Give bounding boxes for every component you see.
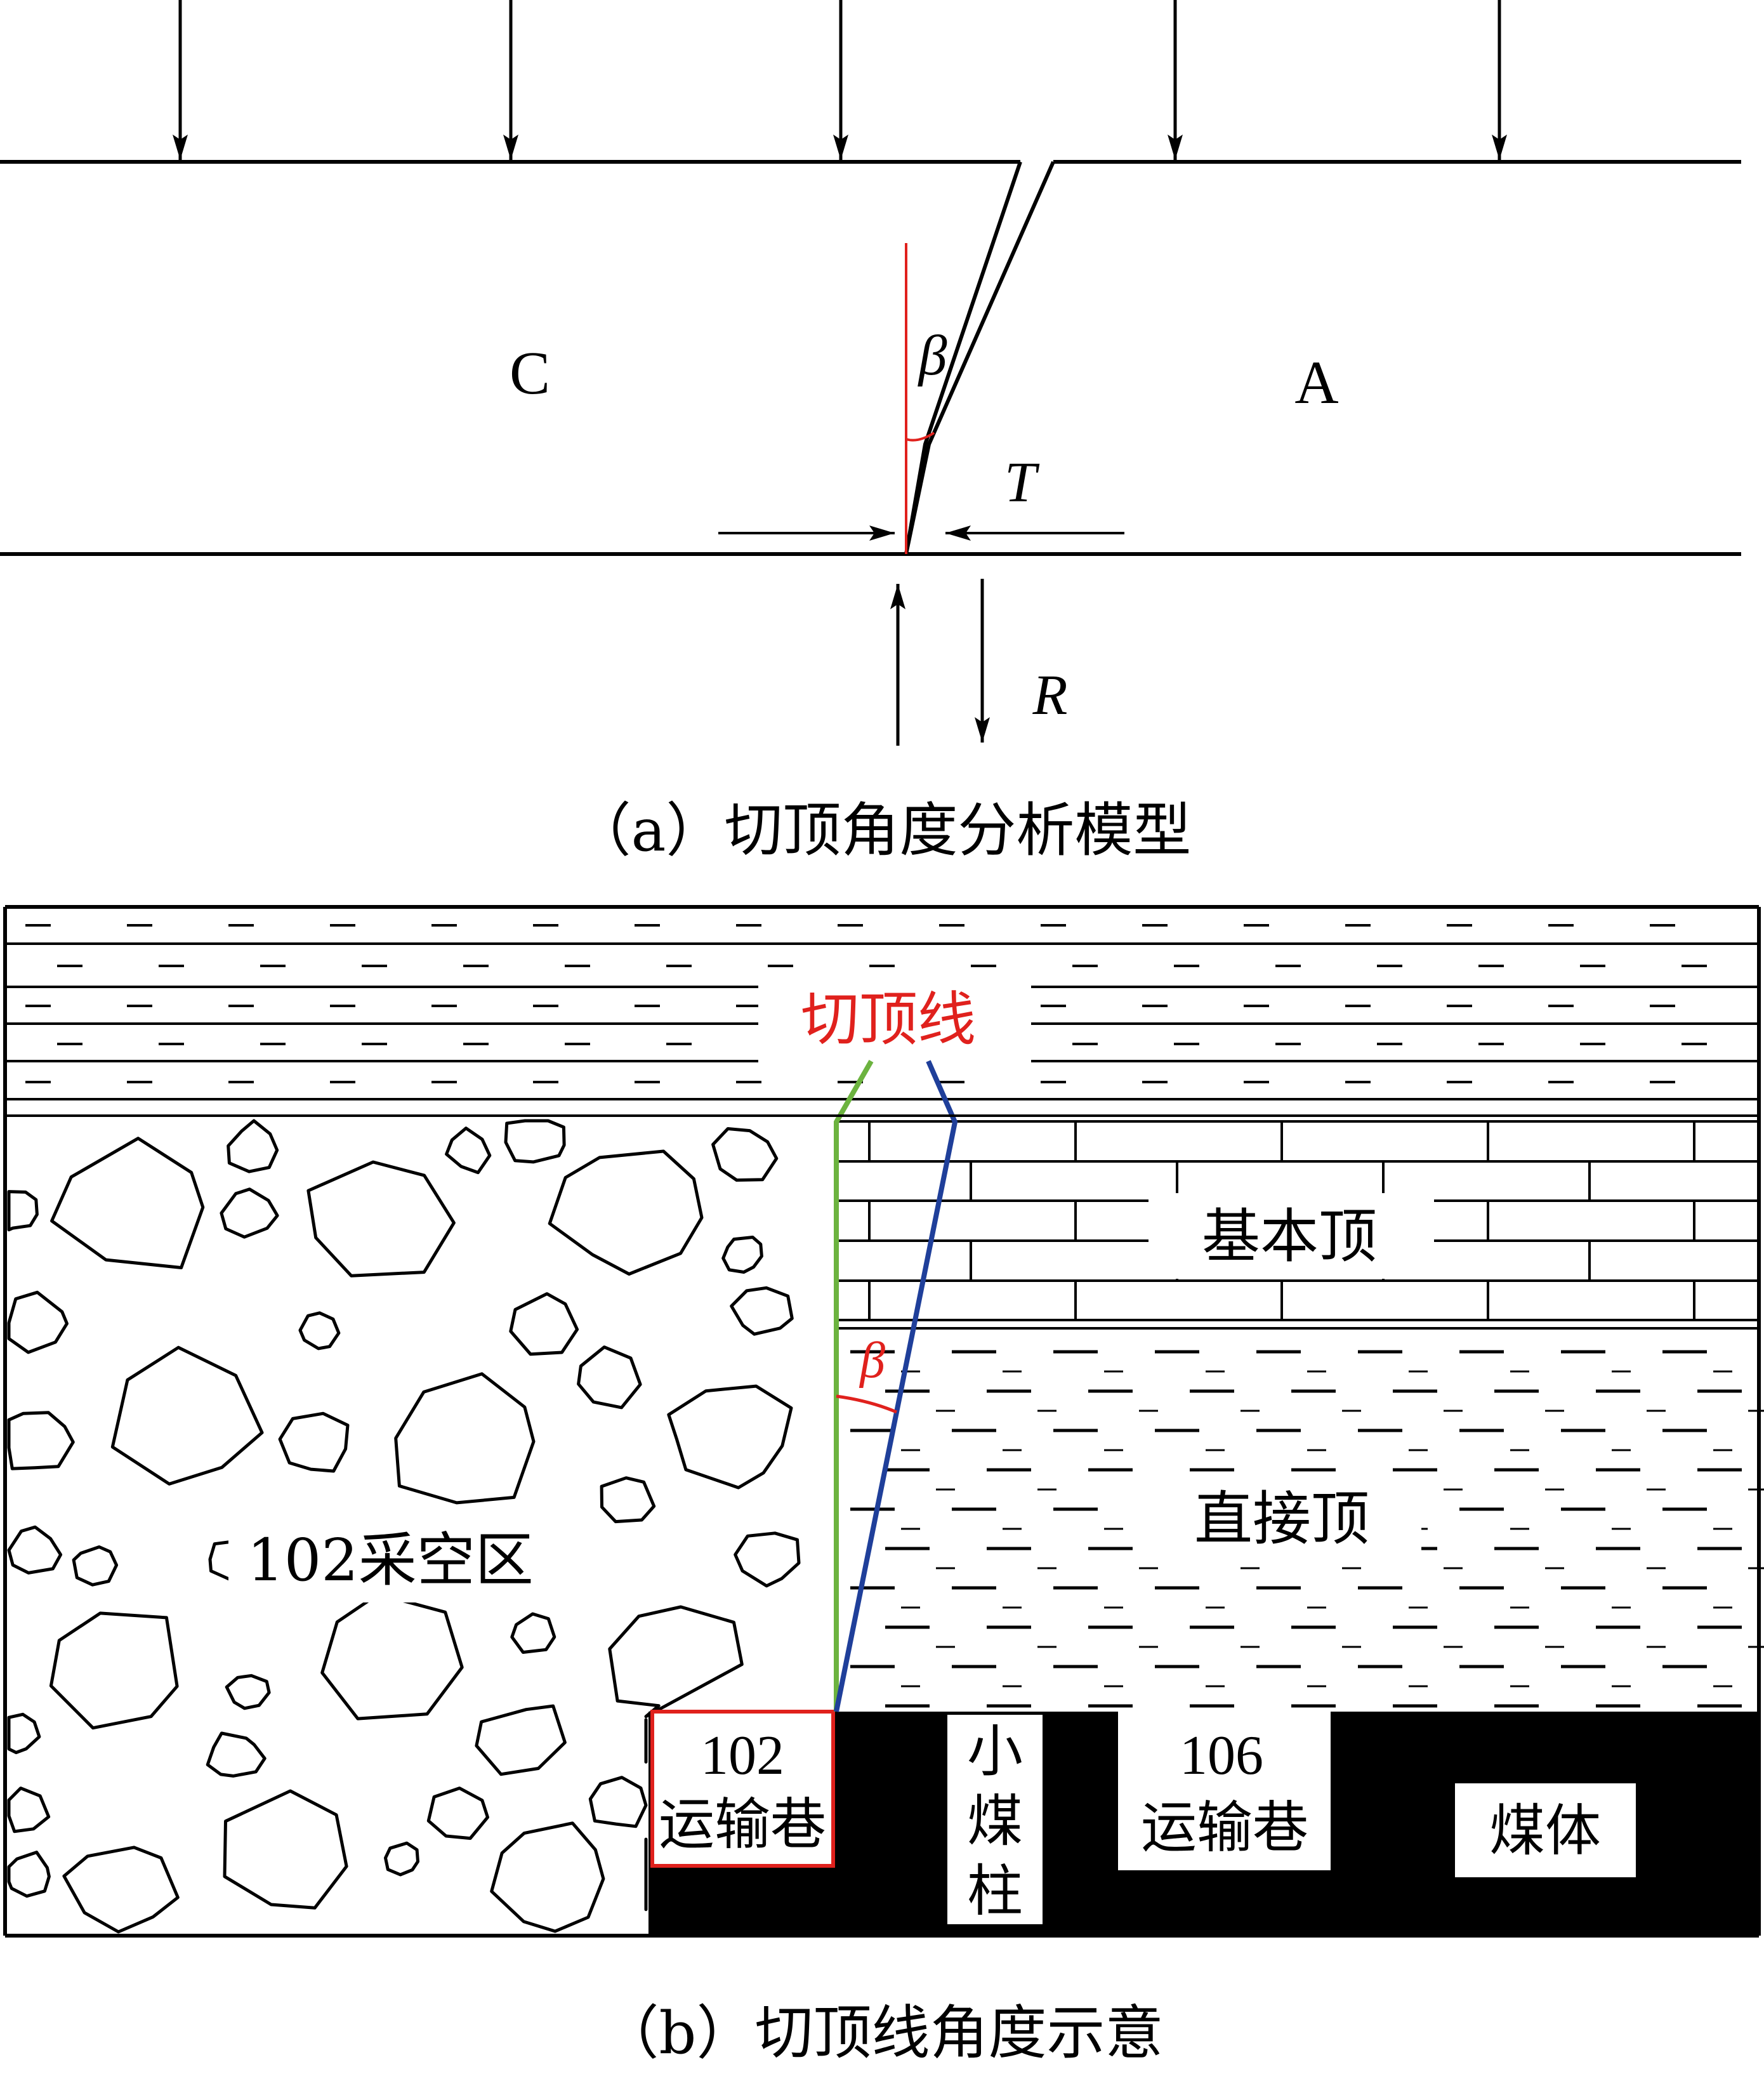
rock-fragment: [72, 1545, 119, 1587]
rock-fragment: [490, 1821, 605, 1933]
angle-reference: [905, 243, 935, 554]
rock-fragment: [384, 1841, 419, 1877]
rock-fragment: [206, 1731, 267, 1778]
goaf-label: 102采空区: [247, 1526, 534, 1594]
rock-fragment: [7, 1851, 51, 1898]
small-coal-pillar: [947, 1715, 1043, 1924]
rock-fragment: [320, 1592, 464, 1721]
roadway-102-label: 运输巷: [659, 1792, 826, 1857]
beta-angle-arc-b: [836, 1394, 897, 1414]
immediate-roof-label: 直接顶: [1194, 1485, 1369, 1553]
rock-fragment: [667, 1384, 793, 1489]
reaction-arrows: [890, 579, 990, 746]
rock-fragment: [7, 1290, 69, 1354]
panel-a: C A β T R （a）切顶角度分析模型: [0, 0, 1741, 864]
rock-fragment: [306, 1160, 456, 1278]
panel-a-caption: （a）切顶角度分析模型: [573, 796, 1192, 864]
beta-label-b: β: [859, 1333, 885, 1389]
main-roof-label: 基本顶: [1202, 1203, 1377, 1271]
rock-fragment: [278, 1411, 350, 1473]
roadway-102-number: 102: [701, 1725, 784, 1787]
vertical-cut-line: [834, 1060, 874, 1712]
immediate-roof-layer: 直接顶: [850, 1350, 1764, 1708]
panel-b-frame: [3, 905, 1761, 1938]
rock-fragment: [298, 1311, 341, 1351]
top-stratum-dashes: [25, 924, 1707, 1083]
rock-fragment: [445, 1126, 492, 1175]
rock-fragment: [711, 1127, 779, 1182]
rock-fragment: [7, 1190, 39, 1232]
rock-fragment: [7, 1787, 51, 1833]
roadway-102: [650, 1710, 835, 1868]
immediate-roof-pattern: [850, 1350, 1764, 1708]
rock-fragment: [510, 1612, 556, 1654]
rock-fragment: [509, 1292, 579, 1356]
rock-fragment: [50, 1137, 205, 1269]
block-c-label: C: [510, 339, 550, 407]
rock-fragment: [7, 1411, 75, 1470]
goaf-rubble: 102采空区: [7, 1119, 801, 1934]
force-t-label: T: [1004, 451, 1040, 514]
rock-fragment: [227, 1119, 279, 1173]
main-roof-label-backdrop: [1149, 1193, 1434, 1279]
small-pillar-char-3: 柱: [967, 1858, 1023, 1924]
roadway-106-number: 106: [1180, 1725, 1263, 1787]
beta-angle-arc: [905, 432, 935, 442]
beta-label: β: [918, 324, 947, 387]
rock-fragment: [394, 1372, 536, 1505]
rock-fragment: [225, 1674, 271, 1710]
top-stratum: 切顶线: [5, 924, 1758, 1100]
inclined-cut-line: [834, 1060, 958, 1712]
rock-fragment: [475, 1704, 567, 1776]
goaf-label-backdrop: [228, 1523, 558, 1602]
rock-fragment: [7, 1525, 63, 1575]
strata-block: [0, 160, 1741, 556]
cut-line-label: 切顶线: [801, 986, 976, 1054]
rock-fragment: [49, 1611, 179, 1730]
small-pillar-char-2: 煤: [967, 1788, 1023, 1854]
rock-fragment: [62, 1846, 180, 1934]
fracture-right-face: [904, 161, 1055, 555]
rock-fragment: [110, 1345, 264, 1486]
coal-body-label-box: [1455, 1783, 1636, 1877]
roadway-106-label: 运输巷: [1141, 1795, 1308, 1860]
rock-fragment: [7, 1712, 41, 1754]
rock-fragment: [426, 1787, 489, 1840]
rock-fragment: [588, 1776, 648, 1828]
main-roof-layer: 基本顶: [836, 1120, 1758, 1330]
panel-b: 切顶线 基本顶 直接顶 102采空区 102 运输巷 小 煤: [3, 905, 1764, 2067]
rock-fragment: [220, 1187, 279, 1239]
rock-fragment: [600, 1476, 656, 1524]
coal-seam: 102 运输巷 小 煤 柱 106 运输巷 煤体: [648, 1710, 1758, 1936]
rock-fragment: [548, 1149, 704, 1276]
rock-fragment: [577, 1345, 642, 1410]
cut-line-label-backdrop: [758, 981, 1031, 1069]
panel-b-caption: （b）切顶线角度示意: [601, 1999, 1164, 2067]
rock-fragment: [734, 1531, 801, 1588]
cut-lines: β: [834, 1060, 958, 1712]
rock-fragment: [504, 1119, 566, 1164]
coal-body-label: 煤体: [1489, 1798, 1601, 1863]
force-r-label: R: [1032, 664, 1068, 727]
rock-fragment: [721, 1236, 763, 1274]
rock-fragment: [730, 1286, 794, 1336]
small-pillar-char-1: 小: [967, 1719, 1023, 1784]
rock-fragment: [223, 1789, 348, 1910]
goaf-rock-fragments: [7, 1119, 801, 1934]
roadway-106: [1118, 1712, 1331, 1870]
immediate-roof-label-backdrop: [1139, 1476, 1421, 1561]
load-arrows: [173, 0, 1507, 160]
block-a-label: A: [1294, 348, 1338, 416]
rock-fragment: [608, 1605, 744, 1719]
